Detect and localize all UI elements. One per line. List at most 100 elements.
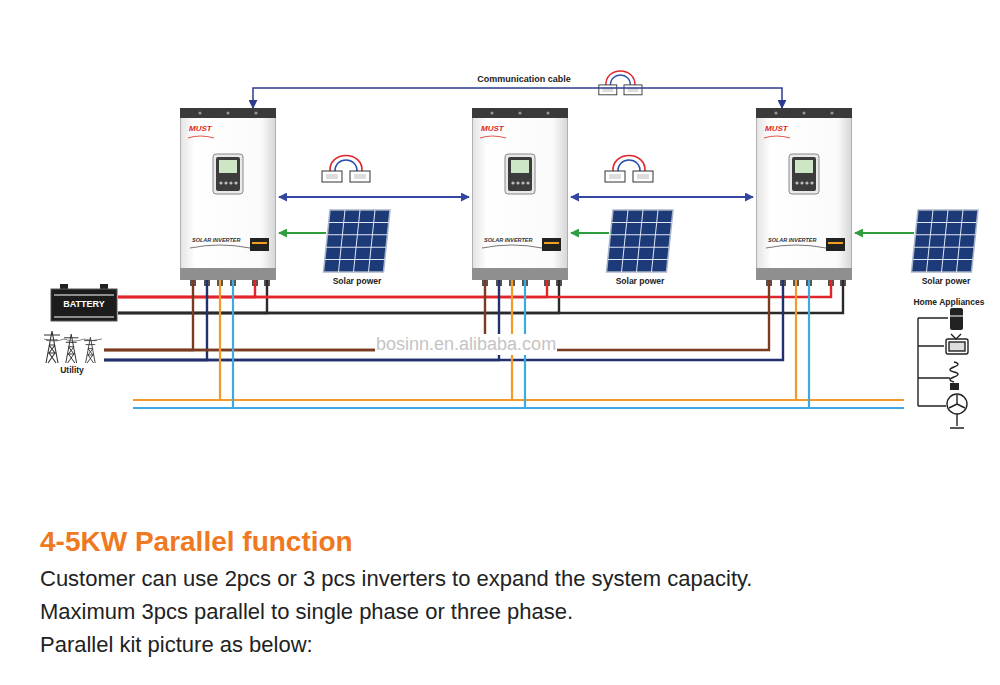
- comm-connector: [253, 88, 782, 108]
- utility-grid-shape-part: [44, 331, 60, 363]
- wire-path: [118, 280, 831, 297]
- util-connector: [104, 280, 783, 360]
- solar-panel-shape-part-part: [915, 234, 975, 235]
- solar-panel-shape-part-part: [368, 210, 375, 272]
- solar-panel-shape-part-part: [353, 210, 360, 272]
- inverter-unit-shape-part: [756, 108, 852, 118]
- inverter-unit-shape-part: [795, 181, 798, 184]
- inverter-unit-shape-part: [756, 268, 852, 280]
- wire-path: [525, 280, 904, 408]
- utility-grid-shape-part-part: [84, 337, 97, 363]
- inverter-unit-shape-part: [180, 108, 276, 118]
- model-label: SOLAR INVERTER: [768, 237, 817, 243]
- inverter-unit-shape-part: [181, 109, 276, 280]
- inverter-unit-shape-part: [810, 181, 813, 184]
- home-appliances-shape-part-part: [949, 395, 965, 428]
- solar-panel: Solar power: [601, 208, 679, 290]
- wire-path: [279, 196, 469, 198]
- solar-panel-shape-part: [323, 210, 390, 272]
- inverter-unit-shape-part: [505, 154, 535, 194]
- inverter-unit-shape-part: [508, 157, 532, 191]
- inverter-unit-shape-part: [472, 268, 568, 280]
- inverter-unit-shape-part: [473, 109, 568, 280]
- inverter-unit-shape-part: [511, 160, 529, 173]
- inverter-unit: MUST SOLAR INVERTER: [180, 108, 276, 280]
- out-connector: [220, 280, 904, 408]
- solar-panel-shape-part-part: [941, 210, 948, 272]
- battery-box: BATTERY: [50, 284, 118, 322]
- inverter-unit-shape-part: [544, 242, 559, 244]
- solar-panel-shape-part-part: [956, 210, 963, 272]
- solar-panel-shape-part-part: [917, 222, 977, 223]
- inverter-unit-shape-part: [764, 136, 790, 138]
- utility-grid-shape-part: [44, 339, 102, 341]
- inverter-unit-shape-part: [775, 112, 778, 115]
- battery-box-shape-part: [51, 289, 117, 321]
- output-wire: [133, 407, 235, 409]
- brand-logo: MUST: [189, 125, 212, 134]
- home-appliances-shape-part: [950, 308, 963, 330]
- inverter-unit-shape-part: [199, 112, 202, 115]
- home-appliances-shape-part-part: [949, 342, 965, 351]
- brand-logo: MUST: [765, 125, 788, 134]
- inverter-unit-shape-part: [766, 245, 826, 248]
- battery-box-shape-part: [60, 284, 68, 289]
- battery-label: BATTERY: [63, 300, 105, 310]
- home-appliances-shape-part-part: [946, 339, 968, 354]
- solar-panel-shape-part-part: [338, 210, 345, 272]
- inverter-unit-shape-part: [219, 160, 237, 173]
- inverter-unit-shape-part: [180, 268, 276, 280]
- solar-panel: Solar power: [906, 208, 986, 290]
- inverter-unit-shape: [472, 108, 568, 280]
- wire-path: [796, 280, 904, 400]
- inverter-unit-shape-part: [491, 112, 494, 115]
- inverter-unit-shape-part: [252, 242, 267, 244]
- inverter-unit-shape-part: [519, 112, 522, 115]
- inverter-unit-shape-part: [805, 181, 808, 184]
- inverter-unit-shape-part: [800, 181, 803, 184]
- inverter-unit-shape: [180, 108, 276, 280]
- inverter-unit: MUST SOLAR INVERTER: [756, 108, 852, 280]
- inverter-unit-shape-part: [542, 238, 561, 251]
- utility-label: Utility: [60, 366, 84, 375]
- watermark: bosinn.en.alibaba.com: [375, 334, 557, 355]
- inverter-unit-shape-part: [472, 108, 568, 118]
- inverter-unit-shape-part: [480, 136, 506, 138]
- wire-path: [809, 280, 904, 408]
- wire-path: [233, 280, 904, 408]
- inverter-terminals: [190, 280, 846, 286]
- battery-box-shape-part: [54, 317, 114, 318]
- out-connector: [796, 280, 904, 408]
- utility-grid-shape-part: [84, 337, 97, 363]
- home-appliances-shape-part: [950, 316, 963, 317]
- model-label: SOLAR INVERTER: [484, 237, 533, 243]
- battery-box-shape-part: [100, 284, 108, 289]
- section-title: 4-5KW Parallel function: [40, 526, 353, 558]
- home-appliances: Home Appliances: [904, 294, 994, 442]
- solar-panel-shape-part-part: [610, 234, 670, 235]
- panel-label: Solar power: [616, 277, 665, 286]
- solar-panel-shape-part-part: [651, 210, 658, 272]
- inverter-unit-shape-part: [526, 181, 529, 184]
- inverter-unit-shape-part: [227, 112, 230, 115]
- solar-panel-shape-part-part: [608, 259, 668, 260]
- inverter-unit-shape-part: [188, 136, 214, 138]
- home-appliances-shape-part-part: [950, 362, 958, 382]
- solar-panel-shape-part-part: [636, 210, 643, 272]
- pv-connector: [279, 233, 326, 234]
- utility-grid: Utility: [40, 327, 104, 379]
- inverter-unit-shape-part: [482, 245, 542, 248]
- inverter-unit-shape-part: [234, 181, 237, 184]
- home-appliances-shape-part: [918, 318, 968, 428]
- wire-path: [220, 280, 904, 400]
- wire-path: [104, 280, 783, 360]
- model-label: SOLAR INVERTER: [192, 237, 241, 243]
- description-line: Customer can use 2pcs or 3 pcs inverters…: [40, 566, 752, 591]
- solar-panel: Solar power: [318, 208, 396, 290]
- inverter-unit: MUSTSOLAR INVERTER: [472, 108, 568, 280]
- panel-label: Solar power: [333, 277, 382, 286]
- solar-panel-shape-part: [911, 210, 978, 272]
- description-line: Parallel kit picture as below:: [40, 632, 313, 657]
